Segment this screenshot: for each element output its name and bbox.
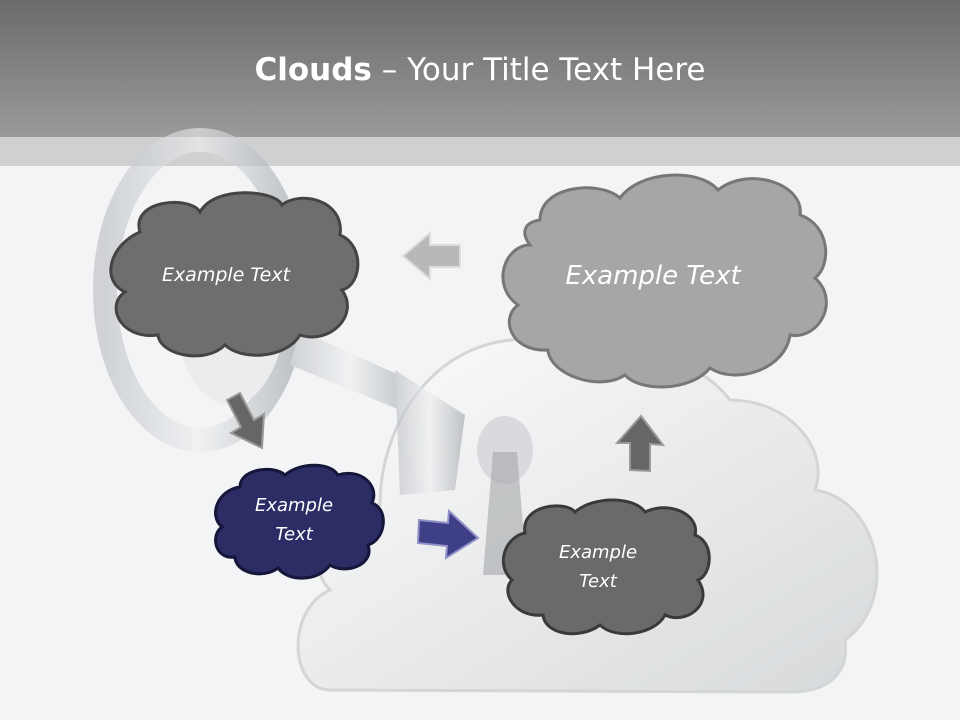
slide-title: Clouds – Your Title Text Here bbox=[0, 52, 960, 88]
cloud-bottom-right: Example Text bbox=[501, 498, 711, 636]
up-arrow-icon bbox=[614, 414, 666, 473]
cloud-top-right-label: Example Text bbox=[565, 261, 741, 291]
slide-title-bold: Clouds bbox=[254, 52, 372, 88]
cloud-middle-left: Example Text bbox=[214, 463, 385, 580]
cloud-top-right: Example Text bbox=[501, 173, 828, 389]
cloud-middle-left-label-line1: Example bbox=[255, 495, 333, 516]
slide-title-rest: Your Title Text Here bbox=[407, 52, 706, 88]
cloud-top-left: Example Text bbox=[109, 191, 360, 358]
cloud-top-left-label: Example Text bbox=[162, 264, 292, 286]
left-arrow-icon bbox=[401, 230, 461, 282]
down-arrow-icon bbox=[225, 391, 266, 450]
slide-title-dash: – bbox=[371, 52, 408, 88]
cloud-middle-left-label-line2: Text bbox=[275, 524, 313, 545]
cloud-bottom-right-label-line1: Example bbox=[559, 542, 637, 563]
cloud-bottom-right-label-line2: Text bbox=[579, 571, 617, 592]
right-arrow-icon bbox=[416, 508, 480, 560]
title-bar bbox=[0, 0, 960, 137]
